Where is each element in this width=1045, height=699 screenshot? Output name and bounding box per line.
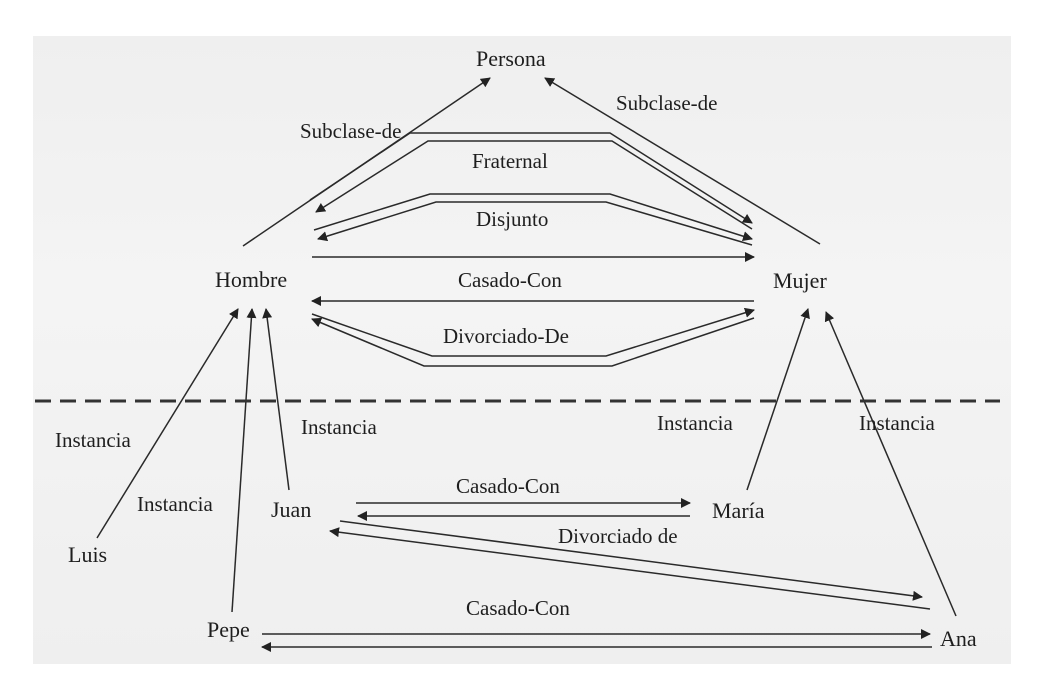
node-pepe: Pepe (207, 617, 250, 642)
arrow-divorciado-ana-to-juan (329, 527, 931, 610)
label-fraternal: Fraternal (472, 149, 548, 173)
node-maria: María (712, 498, 765, 523)
label-disjunto: Disjunto (476, 207, 548, 231)
node-ana: Ana (940, 626, 977, 651)
arrow-ana-to-mujer (824, 311, 957, 617)
label-divorciado-de-top: Divorciado-De (443, 324, 569, 348)
node-hombre: Hombre (215, 267, 287, 292)
label-instancia-luis: Instancia (55, 428, 131, 452)
label-casado-con-juan-maria: Casado-Con (456, 474, 560, 498)
node-luis: Luis (68, 542, 107, 567)
label-subclase-de-left: Subclase-de (300, 119, 401, 143)
arrow-maria-to-mujer (746, 308, 810, 491)
label-instancia-ana: Instancia (859, 411, 935, 435)
arrow-mujer-to-persona (544, 77, 821, 245)
label-instancia-maria: Instancia (657, 411, 733, 435)
arrow-divorciado-juan-to-ana (339, 520, 923, 601)
arrow-disjunto-to-mujer (313, 193, 753, 242)
arrow-luis-to-hombre (96, 308, 239, 539)
arrow-divorciado-to-mujer (311, 307, 755, 357)
label-instancia-pepe: Instancia (137, 492, 213, 516)
node-mujer: Mujer (773, 268, 827, 293)
arrow-pepe-to-hombre (231, 308, 257, 613)
arrow-fraternal-to-mujer (309, 132, 753, 224)
label-divorciado-de-juan-ana: Divorciado de (558, 524, 678, 548)
arrow-disjunto-to-hombre (317, 201, 753, 246)
label-subclase-de-right: Subclase-de (616, 91, 717, 115)
arrow-fraternal-to-hombre (315, 140, 753, 230)
label-instancia-juan: Instancia (301, 415, 377, 439)
label-casado-con-top: Casado-Con (458, 268, 562, 292)
arrow-divorciado-to-hombre (311, 317, 755, 367)
node-juan: Juan (271, 497, 311, 522)
label-casado-con-pepe-ana: Casado-Con (466, 596, 570, 620)
arrow-juan-to-hombre (262, 308, 290, 491)
node-persona: Persona (476, 46, 546, 71)
